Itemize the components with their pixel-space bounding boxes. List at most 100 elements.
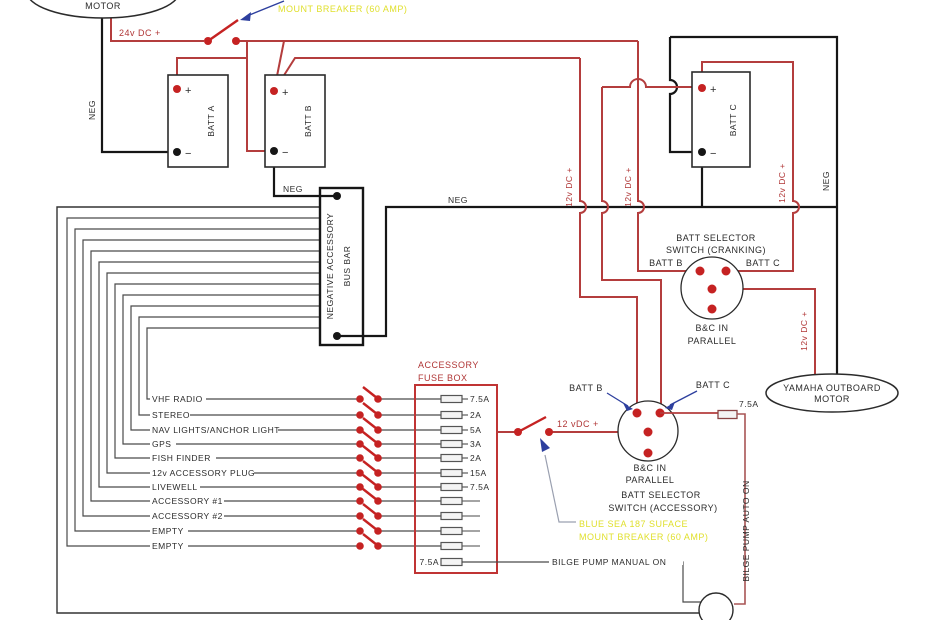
accessory-batt-c-label: BATT C bbox=[696, 380, 730, 390]
fuse[interactable] bbox=[440, 394, 463, 404]
accessory-label: FISH FINDER bbox=[152, 453, 211, 463]
fuse-amp-label: 5A bbox=[470, 425, 481, 435]
top-breaker-callout bbox=[240, 0, 285, 21]
cranking-selector-title-2: SWITCH (CRANKING) bbox=[666, 245, 766, 255]
accessory-switch[interactable] bbox=[356, 474, 382, 491]
accessory-switch[interactable] bbox=[356, 460, 382, 477]
accessory-breaker-switch[interactable] bbox=[514, 415, 553, 436]
accessory-switch[interactable] bbox=[356, 488, 382, 505]
minus-sign: − bbox=[710, 148, 717, 160]
trolling-motor: MOTOR bbox=[29, 0, 177, 19]
callout-arrowhead bbox=[540, 438, 550, 452]
accessory-switch[interactable] bbox=[356, 533, 382, 550]
wire-bus-neg-main bbox=[337, 205, 837, 338]
bilge-auto-fuse[interactable] bbox=[717, 409, 738, 420]
bilge-pump bbox=[698, 592, 734, 620]
callout-arrowhead bbox=[240, 12, 251, 21]
neg-label-right: NEG bbox=[821, 171, 831, 191]
accessory-label: 12v ACCESSORY PLUG bbox=[152, 468, 255, 478]
accessory-label: STEREO bbox=[152, 410, 190, 420]
accessory-switch[interactable] bbox=[356, 402, 382, 419]
12v-label-3: 12v DC + bbox=[777, 163, 787, 203]
bilge-manual-label: BILGE PUMP MANUAL ON bbox=[552, 557, 666, 567]
accessory-switch[interactable] bbox=[356, 518, 382, 535]
negative-wiring bbox=[100, 14, 839, 374]
wire-battc-neg bbox=[668, 37, 698, 154]
accessory-label: EMPTY bbox=[152, 526, 184, 536]
fuse[interactable] bbox=[440, 439, 463, 449]
cranking-selector-switch[interactable] bbox=[680, 256, 744, 320]
accessory-mode-label-2: PARALLEL bbox=[626, 475, 675, 485]
fuse-box-title-2: FUSE BOX bbox=[418, 373, 468, 383]
wire-trolling-neg bbox=[100, 14, 173, 154]
plus-sign: + bbox=[710, 84, 717, 96]
cranking-batt-b-post[interactable] bbox=[695, 266, 705, 276]
fuse-amp-label: 7.5A bbox=[470, 482, 490, 492]
accessory-switch[interactable] bbox=[356, 386, 382, 403]
fuse-amp-label: 7.5A bbox=[470, 394, 490, 404]
accessory-switch[interactable] bbox=[356, 503, 382, 520]
fuse[interactable] bbox=[440, 425, 463, 435]
accessory-label: GPS bbox=[152, 439, 171, 449]
wire-neg-gps bbox=[122, 294, 360, 445]
fuse[interactable] bbox=[440, 410, 463, 420]
accessory-batt-b-post[interactable] bbox=[632, 408, 642, 418]
yamaha-outboard-motor: YAMAHA OUTBOARD MOTOR bbox=[765, 373, 899, 413]
accessory-switch[interactable] bbox=[356, 445, 382, 462]
fuse[interactable] bbox=[440, 541, 463, 551]
trolling-breaker-switch[interactable] bbox=[204, 19, 240, 45]
wire-bilge-negative-return bbox=[56, 206, 700, 614]
accessory-selector-callouts bbox=[606, 390, 698, 411]
breaker-callout-leader bbox=[544, 454, 576, 523]
wire-neg-stereo bbox=[138, 316, 360, 416]
feed-12v-label: 12 vDC + bbox=[557, 419, 599, 429]
switch-to-fuse-stubs bbox=[378, 398, 441, 547]
top-breaker-label: MOUNT BREAKER (60 AMP) bbox=[278, 4, 407, 14]
fuse[interactable] bbox=[440, 468, 463, 478]
wire-12v-battc-accessory bbox=[601, 87, 662, 413]
wire-12v-battc-cranking bbox=[701, 61, 800, 272]
fuse[interactable] bbox=[440, 496, 463, 506]
accessory-selector-switch[interactable] bbox=[617, 400, 679, 462]
battery-a-positive-terminal bbox=[173, 85, 181, 93]
wire-top-neg bbox=[670, 35, 839, 374]
accessory-label: ACCESSORY #1 bbox=[152, 496, 223, 506]
cranking-parallel-post[interactable] bbox=[707, 304, 717, 314]
fuse[interactable] bbox=[440, 526, 463, 536]
fuse[interactable] bbox=[440, 453, 463, 463]
battery-a: + − BATT A bbox=[167, 74, 229, 168]
accessory-switch[interactable] bbox=[356, 431, 382, 448]
neg-label-trolling: NEG bbox=[87, 100, 97, 120]
accessory-common-post[interactable] bbox=[643, 427, 653, 437]
accessory-label: NAV LIGHTS/ANCHOR LIGHT bbox=[152, 425, 280, 435]
wire-neg-empty1 bbox=[74, 228, 360, 532]
fuse[interactable] bbox=[440, 482, 463, 492]
accessory-mode-label-1: B&C IN bbox=[633, 463, 666, 473]
accessory-switches bbox=[356, 386, 382, 550]
wire-12v-battb-cranking bbox=[637, 41, 700, 272]
accessory-selector-title-1: BATT SELECTOR bbox=[621, 490, 701, 500]
yamaha-motor-label-1: YAMAHA OUTBOARD bbox=[783, 383, 881, 393]
cranking-batt-b-label: BATT B bbox=[649, 258, 683, 268]
neg-label-bus: NEG bbox=[448, 195, 468, 205]
wire-neg-vhf bbox=[146, 327, 360, 400]
cranking-batt-c-post[interactable] bbox=[721, 266, 731, 276]
fuse-amp-label: 2A bbox=[470, 453, 481, 463]
fuse[interactable] bbox=[440, 557, 463, 567]
accessory-switch[interactable] bbox=[356, 417, 382, 434]
cranking-common-post[interactable] bbox=[707, 284, 717, 294]
label-backing bbox=[549, 554, 683, 565]
accessory-fuse-box: ACCESSORY FUSE BOX 7.5A bbox=[414, 360, 498, 574]
fuse-amp-label: 3A bbox=[470, 439, 481, 449]
wire-bilge-auto bbox=[734, 413, 746, 605]
battery-c-positive-terminal bbox=[698, 84, 706, 92]
accessory-parallel-post[interactable] bbox=[643, 448, 653, 458]
yamaha-motor-label-2: MOTOR bbox=[814, 394, 850, 404]
wire-12v-battb-accessory bbox=[579, 58, 638, 413]
bilge-auto-fuse-label: 7.5A bbox=[739, 399, 759, 409]
battery-b-label: BATT B bbox=[303, 105, 313, 137]
minus-sign: − bbox=[282, 147, 289, 159]
fuse[interactable] bbox=[440, 511, 463, 521]
